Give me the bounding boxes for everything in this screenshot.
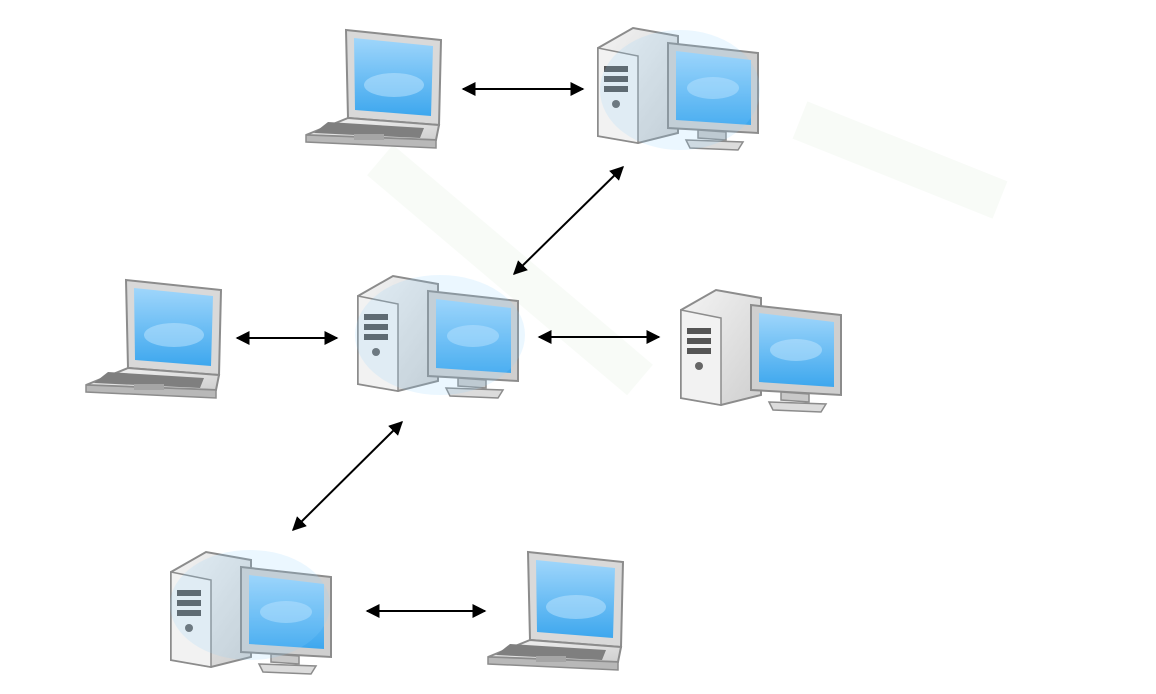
- laptop-icon: [305, 29, 442, 149]
- glow-highlights: [170, 30, 760, 660]
- desktop-computer-icon: [680, 289, 842, 413]
- connection-arrows: [235, 82, 661, 618]
- laptop-icon: [85, 279, 222, 399]
- laptop-icon: [487, 551, 624, 671]
- arrow-desktop-center-to-desktop-bottom: [292, 421, 403, 531]
- arrow-desktop-top-to-desktop-center: [513, 166, 624, 275]
